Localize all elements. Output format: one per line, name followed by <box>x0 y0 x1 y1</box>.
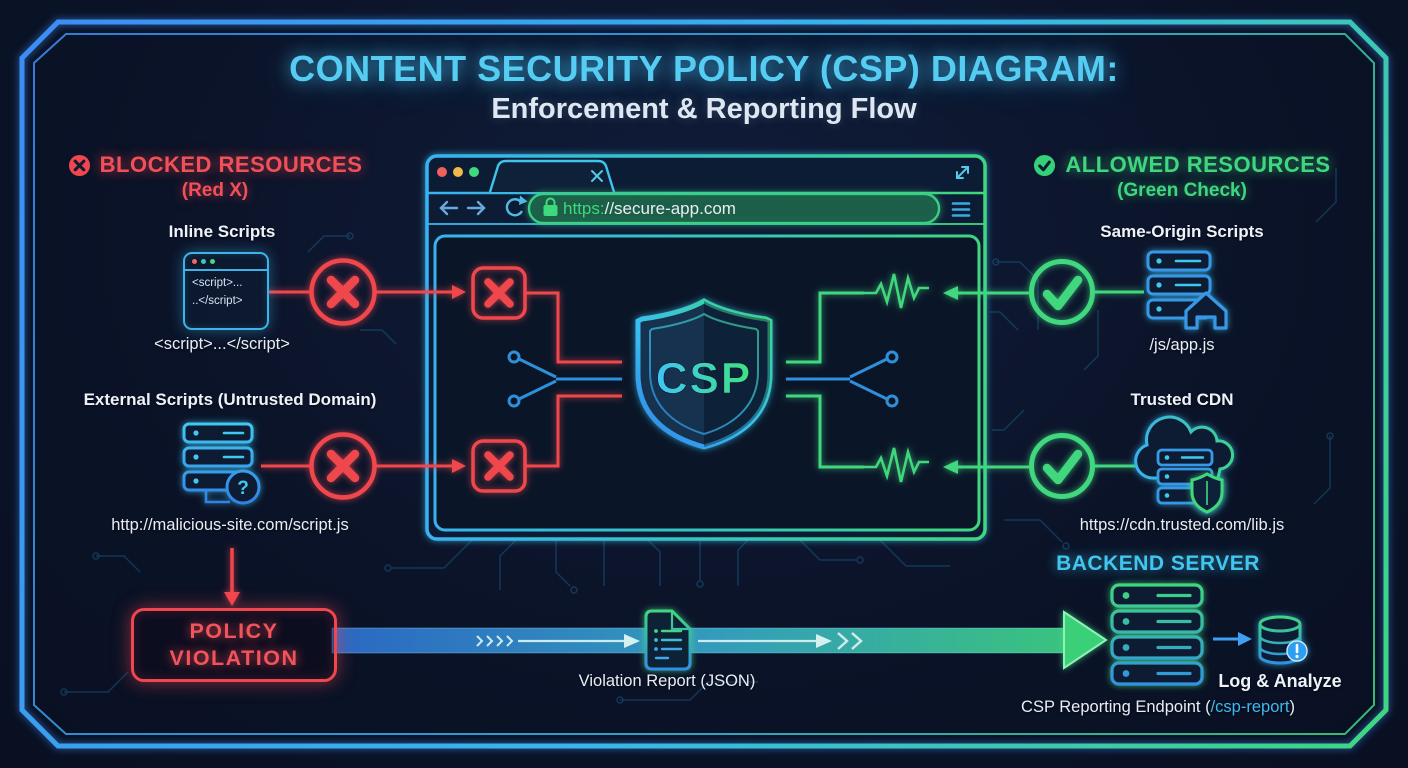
csp-shield: CSP <box>635 298 773 450</box>
same-origin-caption: /js/app.js <box>1149 336 1215 354</box>
home-badge <box>1184 291 1228 330</box>
violation-report-icon <box>644 609 692 671</box>
allowed-heading-label: ALLOWED RESOURCES <box>1065 152 1331 177</box>
trusted-cdn-caption: https://cdn.trusted.com/lib.js <box>1079 516 1285 534</box>
question-badge <box>225 469 261 505</box>
external-scripts-label: External Scripts (Untrusted Domain) <box>83 390 377 409</box>
red-x-circle-bottom <box>309 432 377 500</box>
blocked-markers <box>261 258 377 500</box>
log-arrow <box>1213 632 1252 646</box>
violation-report-caption: Violation Report (JSON) <box>578 672 756 690</box>
question-mark: ? <box>237 478 249 499</box>
url-scheme: https: <box>563 199 605 218</box>
same-origin-server-icon <box>1146 250 1228 330</box>
expand-icon[interactable] <box>956 166 969 179</box>
url-text[interactable]: https://secure-app.com <box>563 199 736 219</box>
traffic-lights[interactable] <box>437 167 479 177</box>
trusted-cdn-label: Trusted CDN <box>1130 390 1234 409</box>
blocked-x-icon <box>68 154 90 176</box>
endpoint-suffix: ) <box>1289 698 1295 716</box>
inline-script-window-icon: <script>... ..</script> <box>183 252 269 330</box>
browser-tab[interactable] <box>488 159 616 193</box>
blocked-x-box-top <box>471 266 527 320</box>
refresh-icon[interactable] <box>505 195 528 217</box>
untrusted-server-icon: ? <box>182 422 261 505</box>
red-x-circle-top <box>309 258 377 326</box>
blocked-resources-heading: BLOCKED RESOURCES <box>60 152 370 178</box>
violation-down-arrow <box>224 548 240 606</box>
allowed-check-icon <box>1034 154 1056 176</box>
inline-scripts-caption: <script>...</script> <box>154 335 290 353</box>
report-flow-band <box>331 610 1108 670</box>
policy-violation-line2: VIOLATION <box>169 646 299 670</box>
allowed-subheading: (Green Check) <box>1117 180 1247 201</box>
same-origin-label: Same-Origin Scripts <box>1100 222 1264 241</box>
pulse-waveform-bottom <box>864 446 929 483</box>
shield-label: CSP <box>656 354 752 403</box>
allowed-paths <box>786 272 1029 483</box>
page-title: CONTENT SECURITY POLICY (CSP) DIAGRAM: <box>289 48 1119 89</box>
window-dot-teal <box>201 259 206 264</box>
inline-scripts-label: Inline Scripts <box>168 222 276 241</box>
blocked-paths <box>376 266 622 493</box>
blocked-subheading: (Red X) <box>181 180 249 201</box>
circuit-junction-right <box>786 350 899 408</box>
window-titlebar <box>185 254 267 271</box>
reporting-endpoint-caption: CSP Reporting Endpoint (/csp-report) <box>1000 698 1316 717</box>
code-line-1: <script>... <box>192 277 243 289</box>
menu-icon[interactable] <box>951 202 971 217</box>
blocked-heading-label: BLOCKED RESOURCES <box>99 152 363 177</box>
lock-icon <box>543 197 558 216</box>
trusted-cdn-icon <box>1134 415 1235 514</box>
green-check-circle-bottom <box>1029 433 1095 499</box>
window-dot-red <box>192 259 197 264</box>
back-icon[interactable] <box>439 200 459 216</box>
code-line-2: ..</script> <box>192 294 243 307</box>
allowed-markers <box>1029 259 1144 499</box>
policy-violation-box: POLICY VIOLATION <box>131 608 337 682</box>
url-host: //secure-app.com <box>604 199 736 218</box>
log-analyze-label: Log & Analyze <box>1218 671 1342 691</box>
circuit-background <box>60 168 1337 704</box>
url-bar[interactable] <box>527 192 941 225</box>
policy-violation-line1: POLICY <box>189 619 279 644</box>
pulse-waveform-top <box>864 272 929 309</box>
endpoint-prefix: CSP Reporting Endpoint ( <box>1021 698 1211 716</box>
page-subtitle: Enforcement & Reporting Flow <box>491 93 917 125</box>
window-dot-green <box>210 259 215 264</box>
endpoint-path: /csp-report <box>1210 698 1290 716</box>
tab-close-icon[interactable] <box>591 170 603 182</box>
backend-server-heading: BACKEND SERVER <box>1056 552 1260 575</box>
log-database-icon <box>1258 615 1308 665</box>
blocked-x-box-bottom <box>471 439 527 493</box>
outer-frame <box>19 19 1389 749</box>
allowed-resources-heading: ALLOWED RESOURCES <box>1022 152 1342 178</box>
circuit-junction-left <box>507 350 622 408</box>
forward-icon[interactable] <box>466 200 486 216</box>
backend-server-icon <box>1110 583 1204 686</box>
external-scripts-caption: http://malicious-site.com/script.js <box>111 516 349 534</box>
flow-arrowhead <box>1063 610 1108 670</box>
green-check-circle-top <box>1029 259 1095 325</box>
